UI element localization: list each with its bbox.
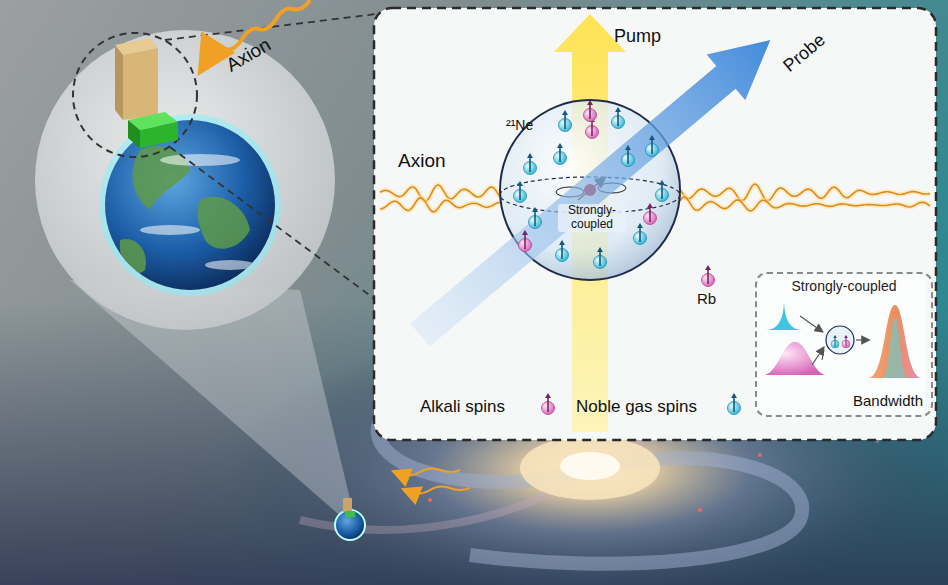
earth	[99, 114, 281, 296]
box-label: Bandwidth	[853, 392, 923, 409]
axion-label: Axion	[398, 150, 446, 172]
coupling-box: Strongly-coupledBandwidth	[755, 272, 933, 417]
legend-text: Noble gas spins	[576, 397, 697, 417]
zoom-circle	[73, 33, 197, 157]
inset-panel	[374, 8, 936, 440]
axion-arrow-small	[410, 486, 470, 493]
axion-wave-line	[680, 197, 930, 211]
detector	[115, 38, 178, 148]
small-earth	[335, 498, 365, 540]
axion-wave-line	[380, 185, 500, 201]
axion-wave-glow	[380, 198, 500, 212]
legend-text: Alkali spins	[420, 397, 505, 417]
pump-label: Pump	[614, 26, 661, 47]
isotope-label: Rb	[697, 290, 716, 307]
axion-wave-glow	[680, 197, 930, 211]
axion-arrow-small	[400, 468, 460, 475]
zoom-leader	[170, 147, 376, 300]
legend-sample	[728, 393, 741, 415]
axion-wave-glow	[380, 185, 500, 201]
axion-wave-line	[380, 198, 500, 212]
legend-sample	[542, 393, 555, 415]
magnifier-lens	[35, 30, 335, 330]
box-title: Strongly-coupled	[757, 278, 931, 294]
probe-beam	[401, 17, 790, 358]
pump-beam	[554, 14, 626, 432]
axion-wave-glow	[680, 184, 930, 201]
noble-gas-spins	[514, 107, 669, 269]
isotope-label: ²¹Ne	[506, 117, 533, 133]
cell-label: Strongly-coupled	[558, 204, 626, 232]
axion-wave-line	[680, 184, 930, 201]
alkali-spins	[519, 100, 715, 287]
